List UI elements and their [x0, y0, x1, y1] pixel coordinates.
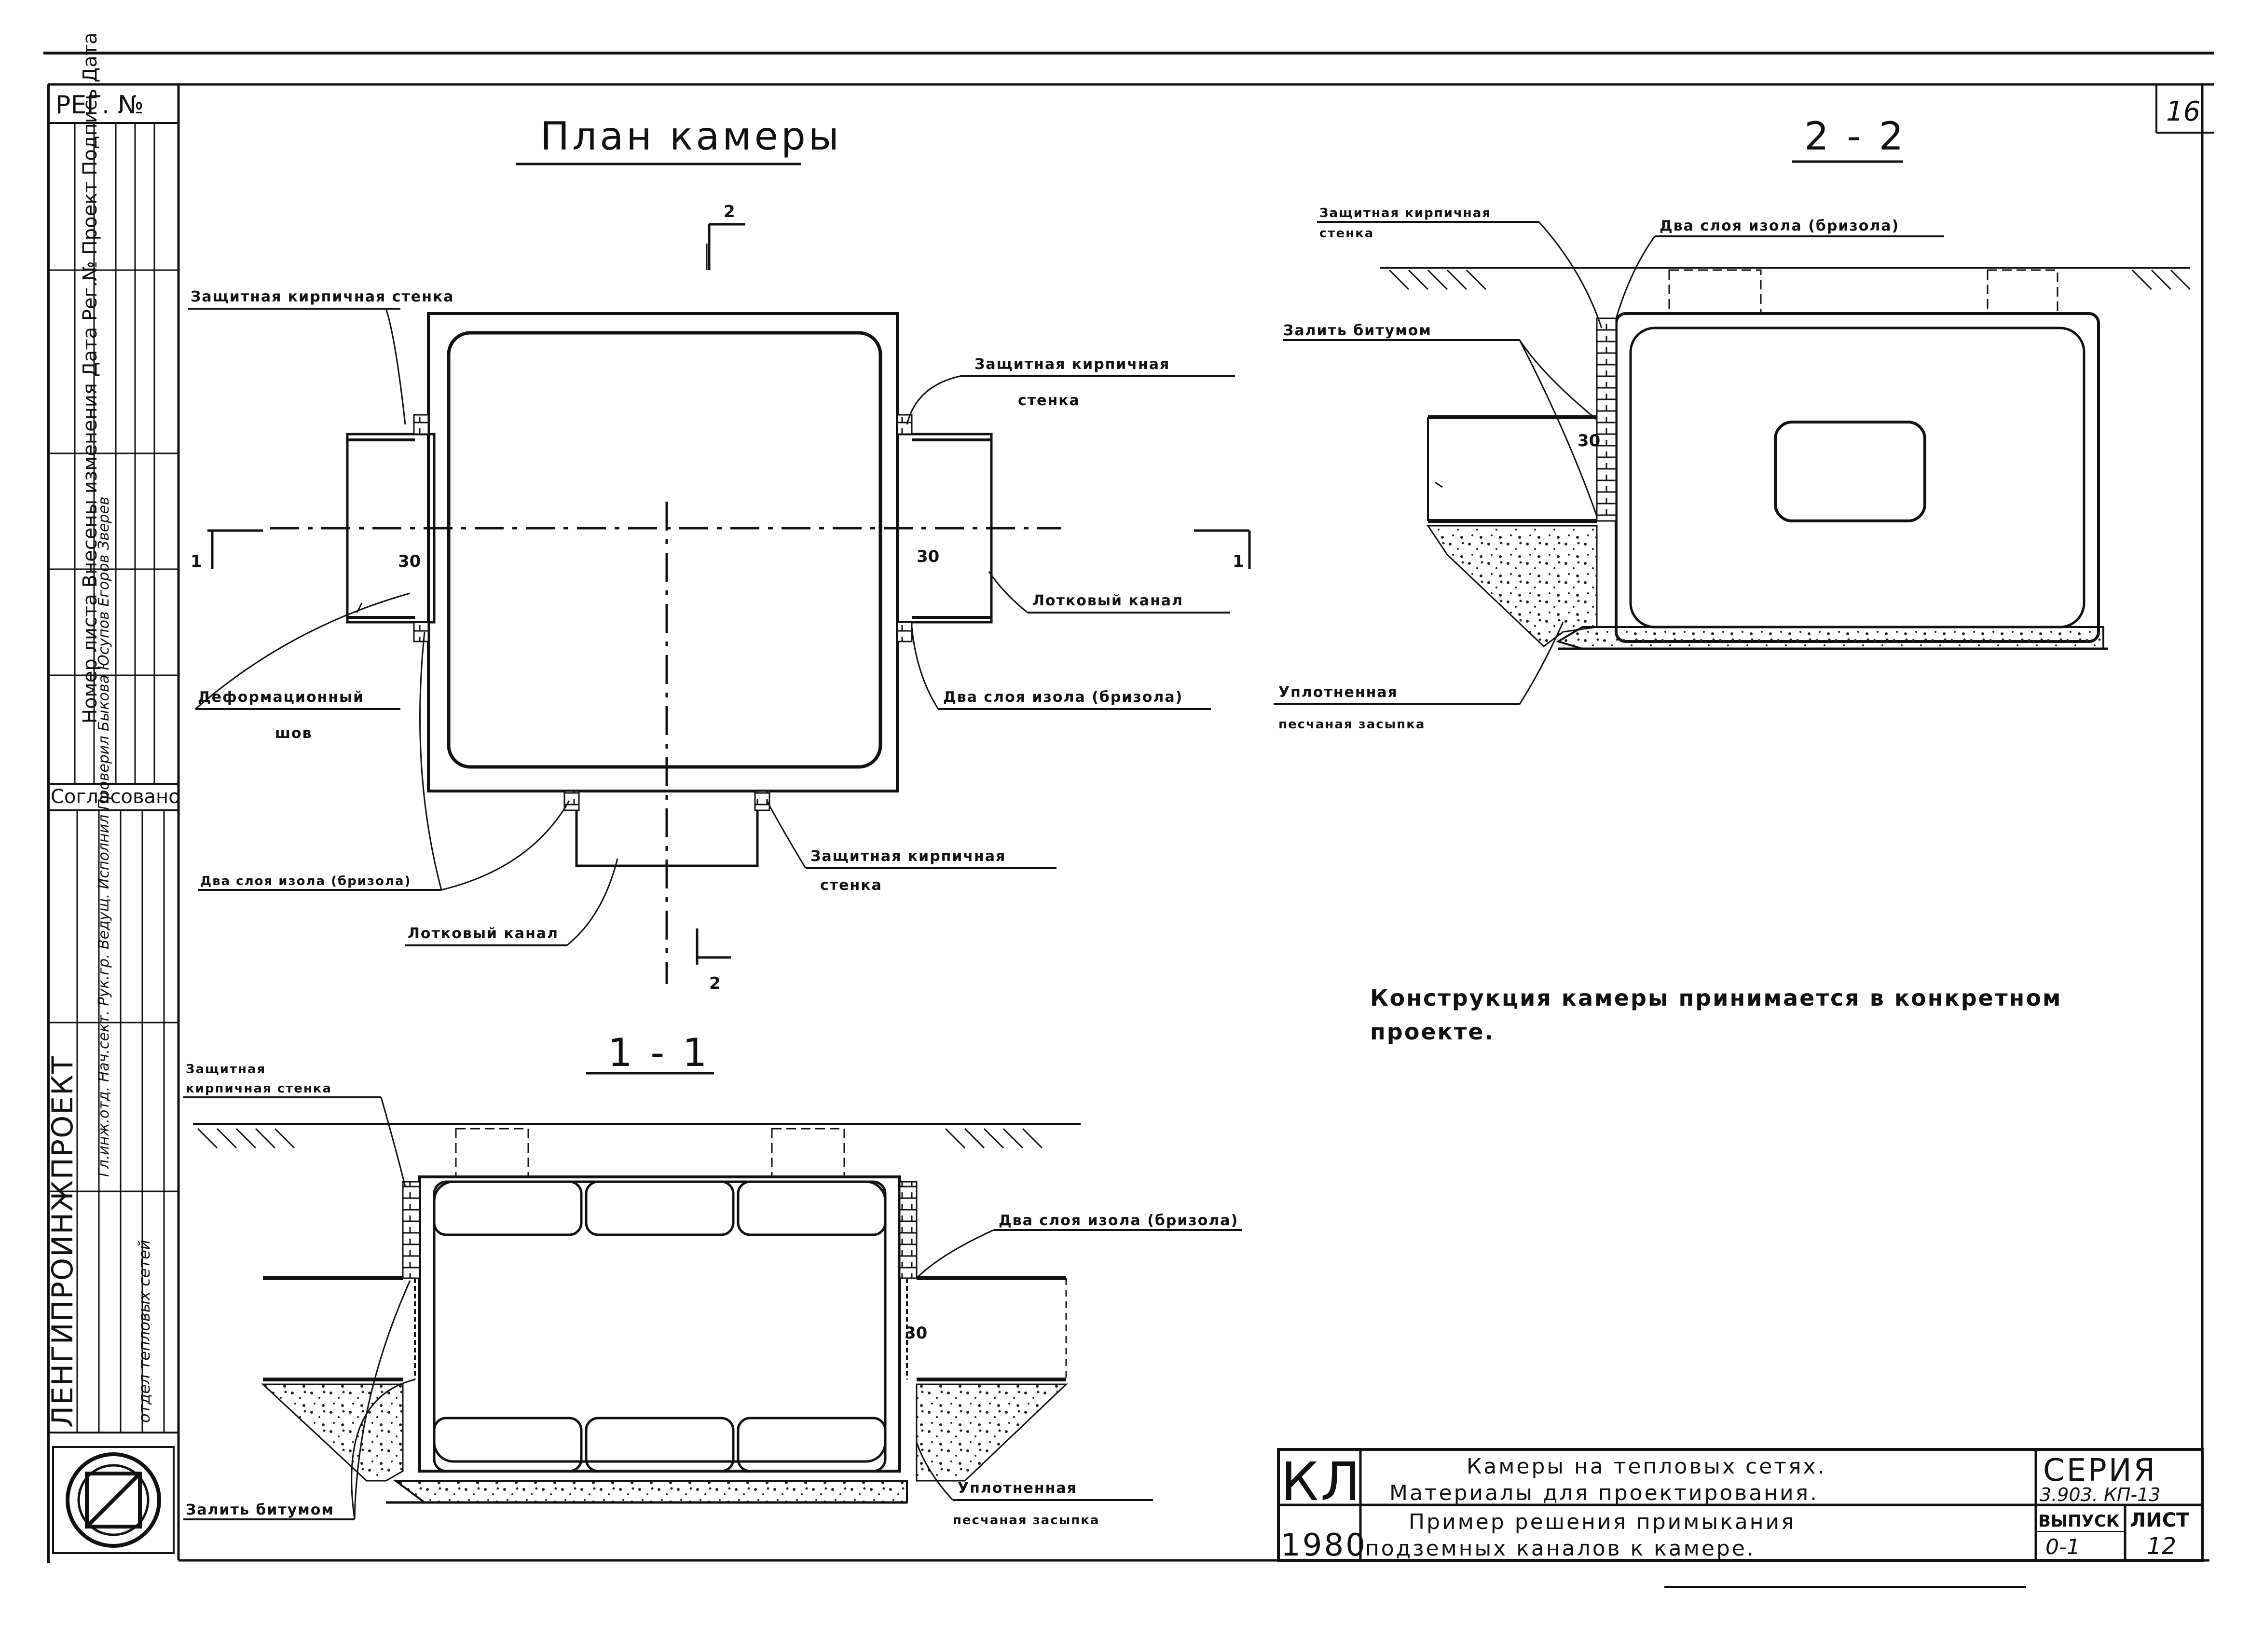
tb-title-line-1: Камеры на тепловых сетях. — [1467, 1454, 1826, 1479]
s11-label-backfill-2: песчаная засыпка — [953, 1513, 1099, 1528]
tb-sub-line-2: подземных каналов к камере. — [1365, 1536, 1756, 1561]
plan-dim-left: 30 — [398, 552, 421, 571]
plan-dim-right: 30 — [917, 547, 939, 566]
plan-label-brick-wall-b-2: стенка — [820, 877, 882, 894]
tb-issue-value: 0-1 — [2045, 1535, 2080, 1559]
tb-issue-label: ВЫПУСК — [2038, 1512, 2120, 1531]
plan-label-tray-channel-b: Лотковый канал — [408, 925, 559, 942]
plan-label-two-layers-l: Два слоя изола (бризола) — [200, 874, 411, 888]
tb-sub-line-1: Пример решения примыкания — [1409, 1510, 1796, 1534]
plan-label-brick-wall-tl: Защитная кирпичная стенка — [191, 288, 454, 305]
s11-label-brick-wall-2: кирпичная стенка — [186, 1081, 332, 1096]
tb-sheet-value: 12 — [2147, 1533, 2176, 1560]
s22-label-two-layers: Два слоя изола (бризола) — [1660, 218, 1899, 234]
section-1-1-drawing — [193, 1123, 1081, 1504]
s22-label-brick-wall-1: Защитная кирпичная — [1319, 206, 1491, 220]
s22-label-brick-wall-2: стенка — [1319, 226, 1374, 241]
org-name: ЛЕНГИПРОИНЖПРОЕКТ — [46, 1055, 80, 1428]
page-number: 16 — [2166, 96, 2200, 127]
s22-dim: 30 — [1578, 431, 1600, 451]
s11-label-backfill-1: Уплотненная — [958, 1480, 1077, 1497]
section-2-2-leaders — [1274, 221, 1944, 705]
plan-chamber — [270, 244, 1061, 984]
dept-label: отдел тепловых сетей — [135, 1240, 153, 1423]
section-1-1-title: 1 - 1 — [608, 1030, 710, 1075]
signatures-column: Гл.инж.отд. Нач.сект. Рук.гр. Ведущ. Исп… — [96, 497, 112, 1177]
s11-label-two-layers: Два слоя изола (бризола) — [999, 1212, 1238, 1229]
plan-cut-left: 1 — [191, 552, 202, 571]
s11-label-brick-wall-1: Защитная — [186, 1062, 266, 1077]
s22-label-backfill-1: Уплотненная — [1278, 684, 1398, 701]
sheet-frame — [43, 52, 2214, 1588]
plan-label-brick-wall-b-1: Защитная кирпичная — [810, 848, 1006, 865]
plan-label-expansion-joint-2: шов — [275, 725, 312, 742]
tb-sheet-label: ЛИСТ — [2130, 1509, 2190, 1531]
plan-label-tray-channel-r: Лотковый канал — [1032, 592, 1183, 609]
plan-label-brick-wall-tr-2: стенка — [1018, 392, 1080, 409]
s22-label-backfill-2: песчаная засыпка — [1278, 717, 1425, 732]
s11-label-bitumen: Залить битумом — [186, 1502, 334, 1518]
plan-cut-bottom: 2 — [709, 974, 721, 993]
tb-year: 1980 — [1281, 1528, 1367, 1563]
plan-label-expansion-joint-1: Деформационный — [198, 689, 364, 706]
plan-leaders — [188, 308, 1235, 946]
plan-title: План камеры — [540, 114, 842, 159]
s11-dim: 30 — [905, 1324, 927, 1343]
tb-series-value: 3.903. КП-13 — [2040, 1484, 2161, 1505]
s22-label-bitumen: Залить битумом — [1283, 322, 1432, 339]
approved-label: Согласовано — [51, 786, 180, 808]
note-line-1: Конструкция камеры принимается в конкрет… — [1370, 985, 2062, 1011]
section-1-1-leaders — [183, 1096, 1242, 1520]
tb-code: КЛ — [1281, 1451, 1362, 1513]
tb-series-label: СЕРИЯ — [2043, 1453, 2157, 1488]
section-2-2-title: 2 - 2 — [1804, 114, 1907, 159]
plan-label-two-layers-r: Два слоя изола (бризола) — [943, 689, 1183, 706]
left-strip — [48, 122, 178, 1434]
title-block — [1277, 1448, 2204, 1562]
tb-title-line-2: Материалы для проектирования. — [1389, 1481, 1819, 1505]
section-2-2-drawing — [1380, 267, 2191, 650]
org-logo — [52, 1446, 175, 1554]
plan-label-brick-wall-tr-1: Защитная кирпичная — [974, 356, 1170, 373]
plan-cut-top: 2 — [724, 202, 735, 221]
reg-number-label: РЕГ. № — [55, 91, 144, 120]
plan-cut-markers — [207, 223, 1251, 965]
revisions-header: Номер листа Внесены изменения Дата Рег.№… — [79, 32, 101, 724]
plan-cut-right: 1 — [1233, 552, 1244, 571]
note-line-2: проекте. — [1370, 1019, 1495, 1045]
